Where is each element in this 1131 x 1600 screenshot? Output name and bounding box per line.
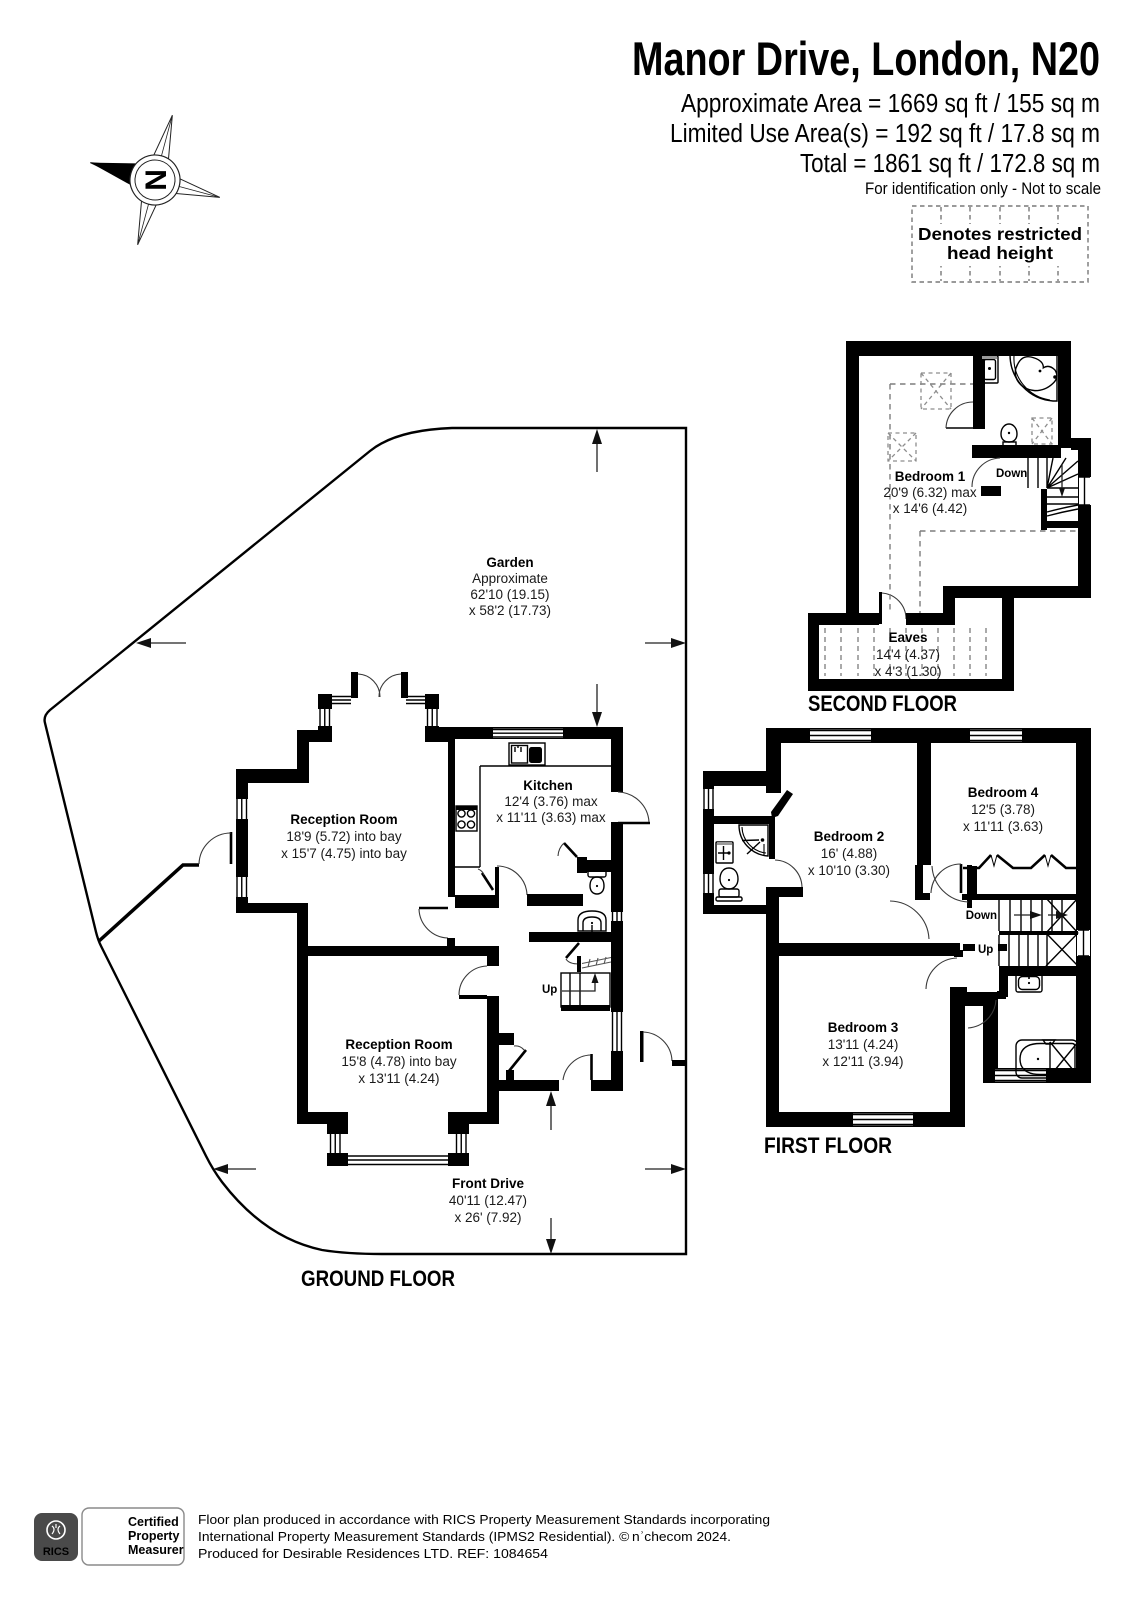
svg-text:x 58'2 (17.73): x 58'2 (17.73) [469,603,551,618]
svg-text:Bedroom 4: Bedroom 4 [968,785,1039,800]
svg-text:13'11 (4.24): 13'11 (4.24) [828,1037,899,1052]
svg-text:Certified: Certified [128,1515,179,1529]
svg-text:Bedroom 2: Bedroom 2 [814,829,885,844]
svg-text:Garden: Garden [486,555,533,570]
svg-text:GROUND FLOOR: GROUND FLOOR [301,1266,455,1291]
svg-text:x 26' (7.92): x 26' (7.92) [454,1210,521,1225]
svg-text:For identification only - Not: For identification only - Not to scale [865,180,1101,198]
svg-text:Up: Up [542,984,557,996]
svg-text:RICS: RICS [43,1546,69,1558]
svg-text:Front Drive: Front Drive [452,1176,525,1191]
svg-text:12'4 (3.76) max: 12'4 (3.76) max [504,794,598,809]
svg-text:SECOND FLOOR: SECOND FLOOR [808,691,957,716]
svg-text:Floor plan produced in accorda: Floor plan produced in accordance with R… [198,1512,770,1527]
svg-text:Reception Room: Reception Room [290,812,397,827]
svg-text:x 4'3 (1.30): x 4'3 (1.30) [874,664,941,679]
svg-text:Down: Down [966,910,997,922]
svg-text:x 15'7 (4.75) into bay: x 15'7 (4.75) into bay [281,846,407,861]
svg-text:x 11'11 (3.63) max: x 11'11 (3.63) max [496,810,606,825]
svg-text:Bedroom 3: Bedroom 3 [828,1020,899,1035]
svg-text:International Property Measure: International Property Measurement Stand… [198,1529,731,1544]
svg-text:x 11'11 (3.63): x 11'11 (3.63) [963,819,1043,834]
svg-text:12'5 (3.78): 12'5 (3.78) [971,802,1035,817]
svg-text:Approximate: Approximate [472,571,548,586]
svg-text:15'8 (4.78) into bay: 15'8 (4.78) into bay [341,1054,456,1069]
svg-text:Up: Up [978,944,993,956]
svg-text:Down: Down [996,468,1027,480]
svg-text:16' (4.88): 16' (4.88) [821,846,878,861]
svg-text:head height: head height [947,243,1053,263]
svg-text:40'11 (12.47): 40'11 (12.47) [449,1193,527,1208]
svg-text:Denotes restricted: Denotes restricted [918,224,1082,244]
svg-text:Approximate Area = 1669 sq ft: Approximate Area = 1669 sq ft / 155 sq m [681,90,1100,118]
svg-text:62'10 (19.15): 62'10 (19.15) [470,587,549,602]
svg-text:Manor Drive, London, N20: Manor Drive, London, N20 [632,32,1100,85]
svg-text:x 12'11 (3.94): x 12'11 (3.94) [822,1054,903,1069]
svg-text:FIRST FLOOR: FIRST FLOOR [764,1133,892,1158]
svg-text:Produced for Desirable Residen: Produced for Desirable Residences LTD. R… [198,1546,548,1561]
svg-text:Kitchen: Kitchen [523,778,573,793]
svg-text:Measurer: Measurer [128,1543,184,1557]
svg-text:N: N [139,169,172,191]
svg-text:Bedroom 1: Bedroom 1 [895,469,966,484]
svg-text:Total = 1861 sq ft / 172.8 sq: Total = 1861 sq ft / 172.8 sq m [800,150,1100,178]
svg-text:20'9 (6.32) max: 20'9 (6.32) max [883,485,977,500]
svg-text:Reception Room: Reception Room [345,1037,452,1052]
svg-text:Property: Property [128,1529,179,1543]
svg-text:x 14'6 (4.42): x 14'6 (4.42) [893,501,968,516]
svg-text:14'4 (4.37): 14'4 (4.37) [876,647,940,662]
svg-text:x 10'10 (3.30): x 10'10 (3.30) [808,863,890,878]
svg-text:Limited Use Area(s) = 192 sq f: Limited Use Area(s) = 192 sq ft / 17.8 s… [670,120,1100,148]
svg-text:Eaves: Eaves [888,630,927,645]
svg-text:18'9 (5.72) into bay: 18'9 (5.72) into bay [286,829,401,844]
svg-text:x 13'11 (4.24): x 13'11 (4.24) [358,1071,439,1086]
